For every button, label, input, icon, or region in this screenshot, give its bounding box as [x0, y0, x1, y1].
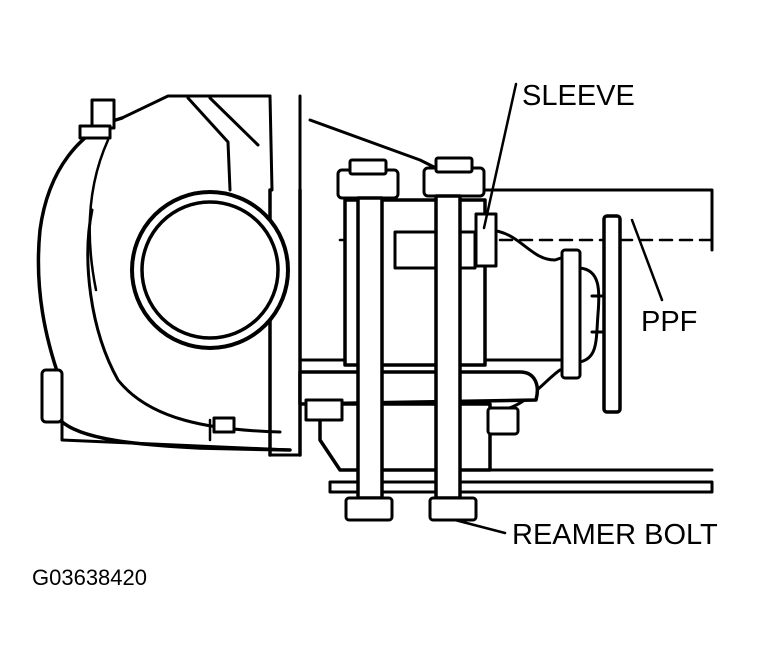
sleeve-label: SLEEVE: [522, 80, 635, 112]
figure-id: G03638420: [32, 565, 147, 590]
ppf-label: PPF: [641, 306, 697, 338]
reamer-bolt-right: [422, 156, 486, 522]
sleeve-leader-line: [482, 82, 518, 230]
circular-port: [130, 190, 290, 350]
reamer-bolt-left: [336, 158, 400, 522]
ppf-leader-line: [630, 218, 664, 302]
reamer-bolt-label: REAMER BOLT: [512, 519, 718, 551]
reamer-bolt-leader-line: [453, 518, 507, 535]
